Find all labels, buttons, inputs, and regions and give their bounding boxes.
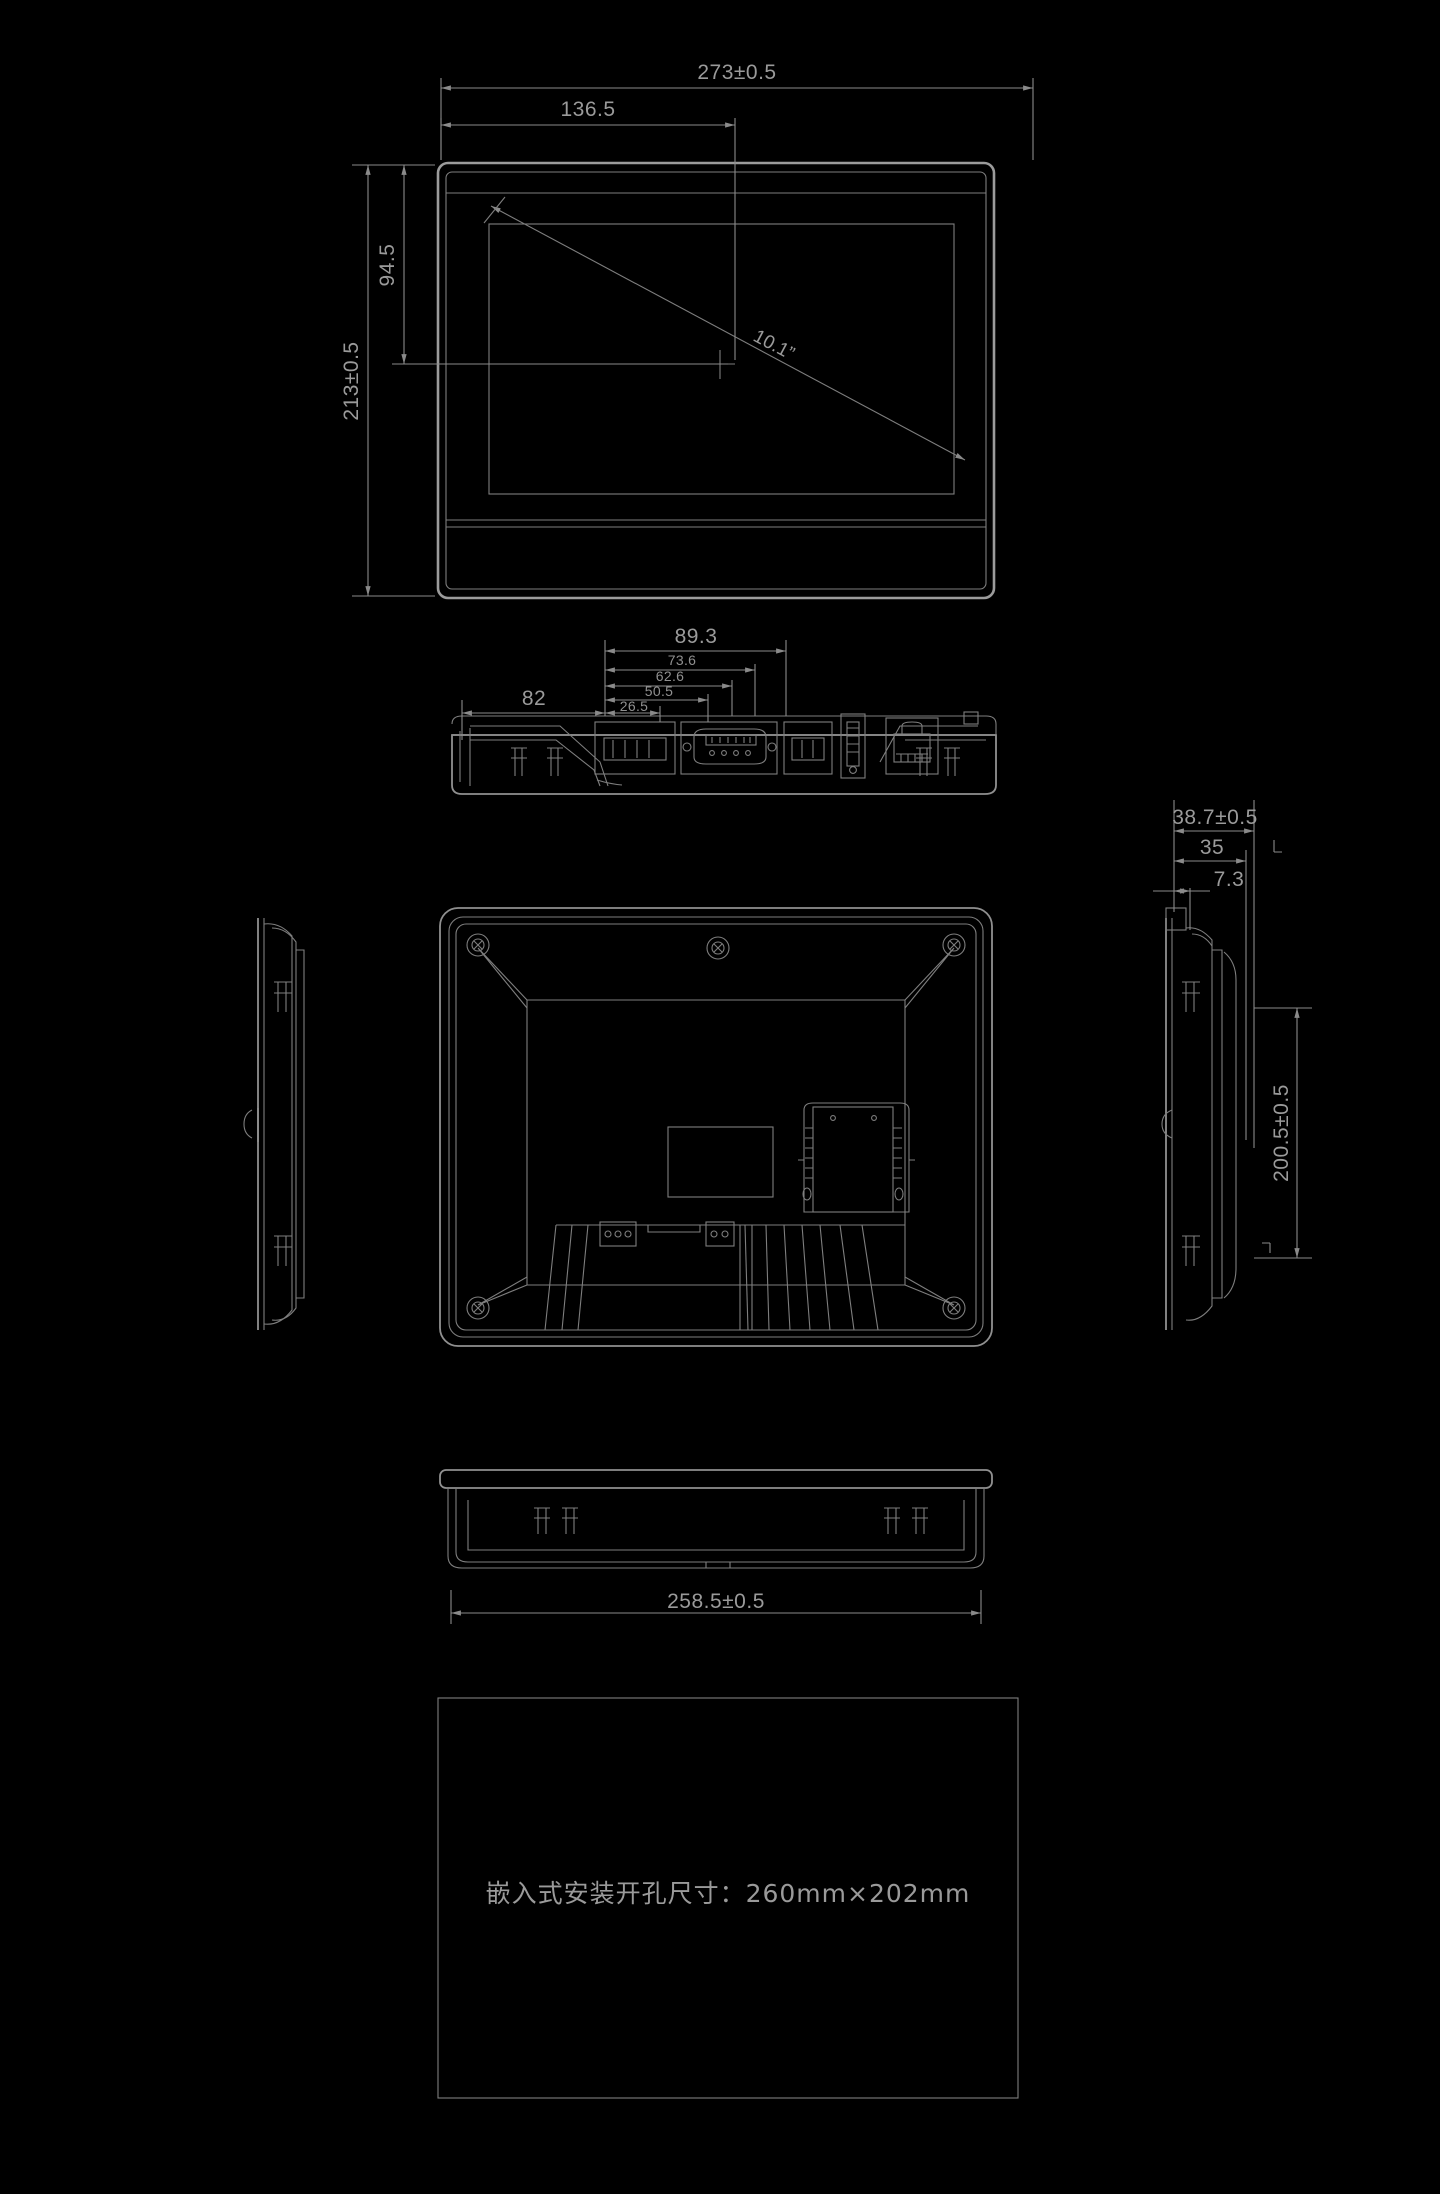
side-depth-body-label: 35 bbox=[1200, 836, 1224, 859]
cutout-note-label: 嵌入式安装开孔尺寸：260mm×202mm bbox=[486, 1879, 971, 1908]
front-screen-diagonal-label: 10.1” bbox=[750, 326, 798, 365]
connector-dim-73-6-label: 73.6 bbox=[668, 652, 696, 668]
side-bezel-depth-label: 7.3 bbox=[1214, 868, 1245, 891]
left-side-view bbox=[243, 918, 305, 1330]
front-half-height-label: 94.5 bbox=[376, 244, 399, 287]
front-view: 10.1” 273±0.5 136.5 213±0.5 94.5 bbox=[340, 61, 1034, 600]
connector-dim-89-3-label: 89.3 bbox=[675, 625, 718, 648]
side-depth-total-label: 38.7±0.5 bbox=[1172, 806, 1258, 829]
bottom-panel-width-label: 258.5±0.5 bbox=[667, 1590, 765, 1613]
connector-dim-62-6-label: 62.6 bbox=[656, 668, 684, 684]
front-overall-height-label: 213±0.5 bbox=[340, 341, 363, 420]
front-half-width-label: 136.5 bbox=[560, 98, 615, 121]
top-connector-view: 89.3 73.6 62.6 50.5 26.5 82 bbox=[451, 625, 997, 795]
rear-view bbox=[439, 907, 993, 1347]
cutout-note-box: 嵌入式安装开孔尺寸：260mm×202mm bbox=[437, 1697, 1019, 2099]
right-side-view: 38.7±0.5 35 7.3 200.5±0.5 bbox=[1153, 800, 1312, 1330]
front-overall-width-label: 273±0.5 bbox=[697, 61, 776, 84]
connector-dim-26-5-label: 26.5 bbox=[620, 698, 648, 714]
bottom-view: 258.5±0.5 bbox=[439, 1469, 993, 1624]
side-panel-height-label: 200.5±0.5 bbox=[1270, 1084, 1293, 1182]
connector-dim-50-5-label: 50.5 bbox=[645, 683, 673, 699]
connector-dim-82-label: 82 bbox=[522, 687, 546, 710]
